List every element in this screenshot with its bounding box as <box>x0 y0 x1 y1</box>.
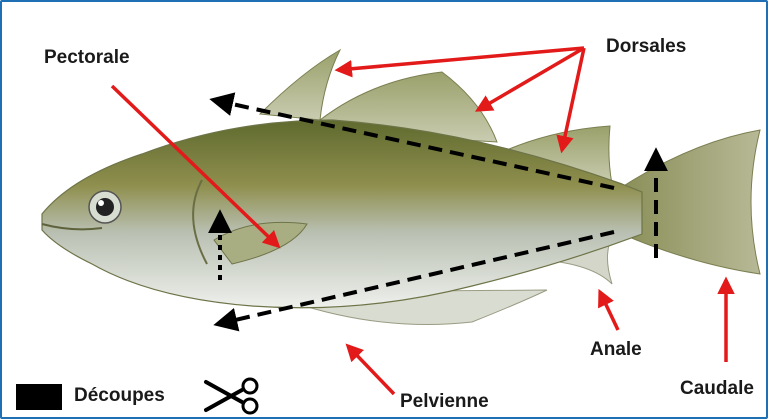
label-pelvienne: Pelvienne <box>400 392 489 411</box>
arrow-anale <box>600 292 618 330</box>
arrow-dorsale-1 <box>338 48 584 70</box>
label-anale: Anale <box>590 340 642 359</box>
legend-label: Découpes <box>74 386 165 405</box>
arrow-pelvienne <box>348 346 394 394</box>
label-caudale: Caudale <box>680 379 754 398</box>
first-dorsal-fin <box>260 50 340 120</box>
caudal-fin <box>622 130 760 274</box>
label-pectorale: Pectorale <box>44 48 130 67</box>
legend-swatch <box>16 384 62 410</box>
label-dorsales: Dorsales <box>606 37 686 56</box>
scissors-icon <box>202 376 266 416</box>
